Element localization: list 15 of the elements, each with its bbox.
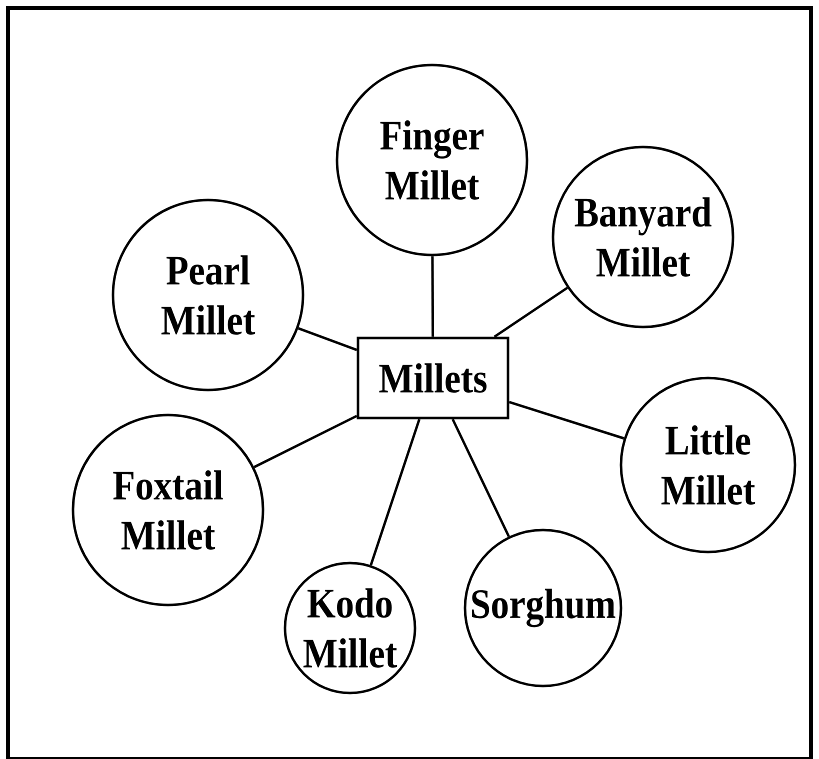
- connector-line: [370, 418, 420, 566]
- connector-line: [452, 418, 510, 538]
- circle-node: Banyard Millet: [552, 146, 734, 328]
- box-node: Millets: [356, 336, 510, 420]
- circle-node: Kodo Millet: [284, 562, 416, 694]
- circle-node: Finger Millet: [336, 64, 528, 256]
- circle-node: Foxtail Millet: [72, 414, 264, 606]
- connector-line: [254, 414, 358, 468]
- circle-node: Pearl Millet: [112, 198, 304, 392]
- connector-line: [494, 286, 568, 338]
- circle-node: Sorghum: [464, 528, 622, 688]
- connector-line: [431, 256, 434, 337]
- circle-node: Little Millet: [620, 376, 796, 554]
- connector-line: [298, 327, 358, 352]
- connector-line: [508, 400, 624, 440]
